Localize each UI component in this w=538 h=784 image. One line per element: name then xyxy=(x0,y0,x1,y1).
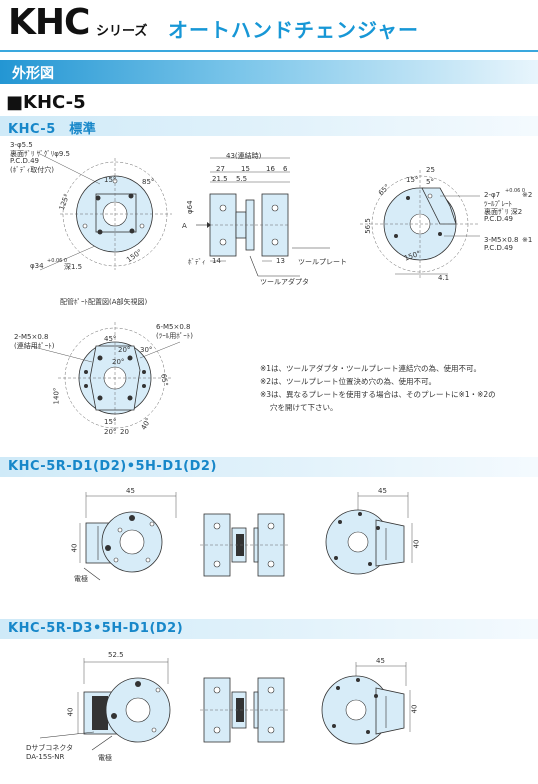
angle-r5: 5° xyxy=(426,178,434,186)
series-label: シリーズ xyxy=(96,24,148,39)
band-rd1 xyxy=(0,457,538,477)
band-rd3 xyxy=(0,619,538,639)
port-note-2: (連結用ﾎﾟｰﾄ) xyxy=(14,342,55,350)
dim-13: 13 xyxy=(276,257,285,265)
dim-56-5: 56.5 xyxy=(363,218,372,234)
dim-25: 25 xyxy=(426,166,435,174)
pin-note-3: 裏面ｻﾞﾘ 深2 xyxy=(484,208,523,216)
remark-2: ※2は、ツールプレート位置決め穴の為、使用不可。 xyxy=(260,377,437,386)
dim-14: 14 xyxy=(212,257,221,265)
rd3-connector-model: DA-15S-NR xyxy=(26,753,65,761)
pin-note-2: ﾂｰﾙﾌﾟﾚｰﾄ xyxy=(484,200,512,208)
mark-2: ※2 xyxy=(522,191,533,199)
rd3-connector: Dサブコネクタ xyxy=(26,744,74,752)
hole-note-2: 裏面ｻﾞﾘ ｻﾞｸﾞﾘφ9.5 xyxy=(10,150,70,158)
dim-21-5: 21.5 xyxy=(212,175,228,183)
remark-3: ※3は、異なるプレートを使用する場合は、そのプレートに※1・※2の xyxy=(260,390,496,399)
front-view-right xyxy=(360,170,480,278)
port-note-1: 2-M5×0.8 xyxy=(14,333,49,341)
dim-5-5: 5.5 xyxy=(236,175,248,183)
dim-total: 43(連結時) xyxy=(226,152,262,160)
port-angle-20a: 20° xyxy=(118,346,131,354)
port-angle-20b: 20° xyxy=(112,358,125,366)
page-subtitle: オートハンドチェンジャー xyxy=(168,18,419,42)
rd1-electrode: 電極 xyxy=(74,575,88,583)
remark-4: 穴を開けて下さい。 xyxy=(270,403,338,412)
rd3-right-width: 45 xyxy=(376,657,385,665)
front-view-left xyxy=(39,153,172,271)
dim-phi64: φ64 xyxy=(186,200,194,214)
band-rd1-label: KHC-5R-D1(D2)•5H-D1(D2) xyxy=(8,459,217,474)
port-angle-140: 140° xyxy=(52,387,61,405)
standard-drawings xyxy=(39,153,480,278)
pin-tolerance: +0.06 0 xyxy=(505,188,526,194)
band-rd3-label: KHC-5R-D3•5H-D1(D2) xyxy=(8,621,184,636)
section-bar xyxy=(0,60,538,84)
hole-note-1: 3-φ5.5 xyxy=(10,141,33,149)
model-heading: ■KHC-5 xyxy=(6,92,86,113)
dim-15: 15 xyxy=(241,165,250,173)
section-label: 外形図 xyxy=(12,66,54,82)
dim-27: 27 xyxy=(216,165,225,173)
dim-4-1: 4.1 xyxy=(438,274,450,282)
rd3-left-height: 40 xyxy=(66,707,75,717)
port-title: 配管ﾎﾟｰﾄ配置図(A部矢視図) xyxy=(60,298,148,306)
rd1-right-height: 40 xyxy=(412,539,421,549)
band-standard-label: KHC-5 標準 xyxy=(8,122,97,137)
rd1-left-height: 40 xyxy=(70,543,79,553)
rd3-electrode: 電極 xyxy=(98,754,112,762)
hole-note-3: P.C.D.49 xyxy=(10,157,39,165)
bore-depth: 深1.5 xyxy=(64,263,83,271)
rd1-left-width: 45 xyxy=(126,487,135,495)
port-note-4: (ﾂｰﾙ用ﾎﾟｰﾄ) xyxy=(156,332,193,340)
view-arrow-a: A xyxy=(182,222,187,230)
port-layout-view xyxy=(29,322,181,434)
dim-16: 16 xyxy=(266,165,275,173)
angle-r15: 15° xyxy=(406,176,419,184)
label-body: ﾎﾞﾃﾞｨ xyxy=(188,258,206,266)
port-dim-20: 20 xyxy=(120,428,129,436)
rd1-right-width: 45 xyxy=(378,487,387,495)
thread-note-2: P.C.D.49 xyxy=(484,244,513,252)
port-angle-20c: 20° xyxy=(104,428,117,436)
page-title: KHC xyxy=(8,2,90,43)
dim-6: 6 xyxy=(283,165,288,173)
hole-note-4: (ﾎﾞﾃﾞｨ取付穴) xyxy=(10,166,54,174)
port-angle-15: 15° xyxy=(104,418,117,426)
header-rule xyxy=(0,50,538,52)
pin-note-4: P.C.D.49 xyxy=(484,215,513,223)
rd3-left-width: 52.5 xyxy=(108,651,124,659)
port-angle-45: 45° xyxy=(104,335,117,343)
mark-1: ※1 xyxy=(522,236,533,244)
bore-diameter: φ34 xyxy=(30,262,44,270)
rd3-drawings xyxy=(39,658,411,751)
rd1-drawings xyxy=(79,492,413,581)
remark-1: ※1は、ツールアダプタ・ツールプレート連結穴の為、使用不可。 xyxy=(260,364,482,373)
port-note-3: 6-M5×0.8 xyxy=(156,323,191,331)
rd3-right-height: 40 xyxy=(410,704,419,714)
band-standard xyxy=(0,116,538,136)
angle-85: 85° xyxy=(142,178,155,186)
bore-tolerance: +0.06 0 xyxy=(47,258,68,264)
side-view xyxy=(196,157,330,277)
port-angle-30: 30° xyxy=(140,346,153,354)
label-tool-plate: ツールプレート xyxy=(298,258,347,266)
thread-note-1: 3-M5×0.8 xyxy=(484,236,519,244)
angle-15: 15° xyxy=(104,176,117,184)
pin-note-1: 2-φ7 xyxy=(484,191,501,199)
label-tool-adapter: ツールアダプタ xyxy=(260,278,309,286)
